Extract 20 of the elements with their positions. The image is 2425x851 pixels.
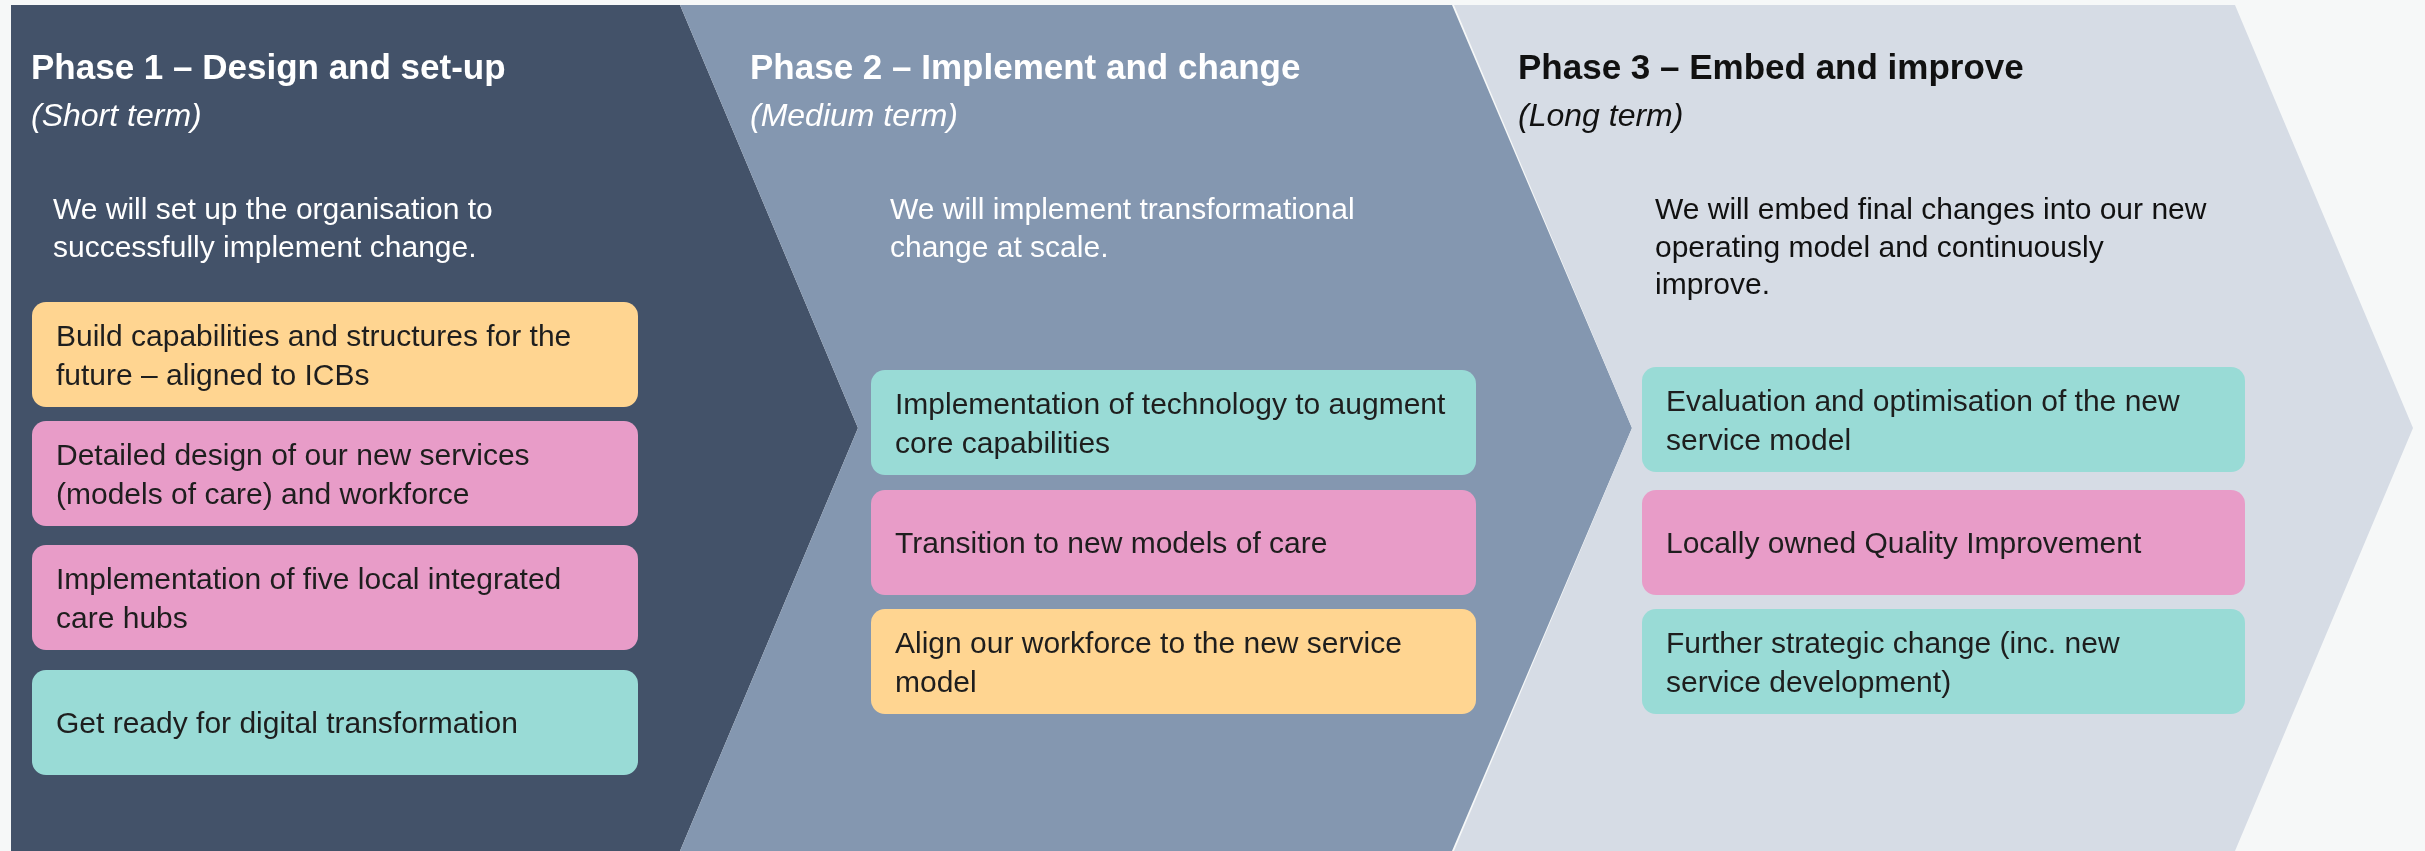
activity-box: Detailed design of our new services (models of care) and workforce — [32, 421, 638, 526]
activity-box: Further strategic change (inc. new service development) — [1642, 609, 2245, 714]
activity-box: Implementation of technology to augment core capabilities — [871, 370, 1476, 475]
phase-subtitle: (Short term) — [31, 96, 202, 135]
phase-subtitle: (Medium term) — [750, 96, 958, 135]
activity-box: Locally owned Quality Improvement — [1642, 490, 2245, 595]
phase-heading: Phase 1 – Design and set-up — [31, 46, 506, 88]
phase-heading: Phase 2 – Implement and change — [750, 46, 1301, 88]
phase-heading: Phase 3 – Embed and improve — [1518, 46, 2024, 88]
phase-description: We will set up the organisation to successfully implement change. — [53, 191, 494, 265]
activity-box: Build capabilities and structures for the future – aligned to ICBs — [32, 302, 638, 407]
phase-subtitle: (Long term) — [1518, 96, 1684, 135]
activity-box: Get ready for digital transformation — [32, 670, 638, 775]
activity-box: Implementation of five local integrated care hubs — [32, 545, 638, 650]
activity-box: Transition to new models of care — [871, 490, 1476, 595]
activity-box: Evaluation and optimisation of the new service model — [1642, 367, 2245, 472]
activity-box: Align our workforce to the new service model — [871, 609, 1476, 714]
phase-description: We will implement transformational change at scale. — [890, 191, 1356, 265]
phase-description: We will embed final changes into our new operating model and continuously improve. — [1655, 191, 2208, 302]
phase-chevron — [1454, 5, 2413, 851]
